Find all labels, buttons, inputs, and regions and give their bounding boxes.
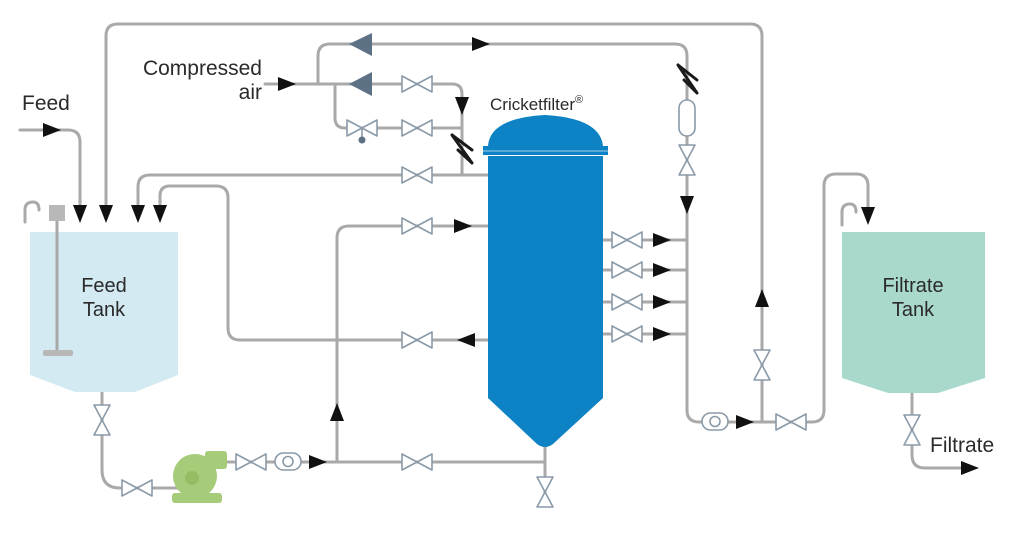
feed-inlet-label: Feed bbox=[22, 92, 70, 115]
arrow-down-icon bbox=[73, 205, 87, 223]
arrow-down-icon bbox=[455, 97, 469, 115]
arrow-right-icon bbox=[653, 327, 671, 341]
cricketfilter-vessel bbox=[483, 115, 608, 447]
compressor-icon bbox=[349, 72, 372, 96]
gate-valve-icon[interactable] bbox=[121, 479, 153, 497]
filtrate-outlet-label: Filtrate bbox=[930, 434, 994, 457]
check-valve-icon bbox=[676, 63, 699, 95]
filtrate-tank-label-line2: Tank bbox=[892, 299, 935, 321]
filtrate-tank: Filtrate Tank bbox=[842, 232, 985, 393]
filtrate-tank-label-line1: Filtrate bbox=[882, 275, 943, 297]
arrow-down-icon bbox=[153, 205, 167, 223]
gate-valve-icon[interactable] bbox=[611, 325, 643, 343]
centrifugal-pump-icon bbox=[172, 451, 227, 503]
arrow-left-icon bbox=[457, 333, 475, 347]
gate-valve-icon[interactable] bbox=[401, 331, 433, 349]
gate-valve-icon[interactable] bbox=[401, 166, 433, 184]
gate-valve-icon[interactable] bbox=[611, 261, 643, 279]
gate-valve-icon[interactable] bbox=[611, 231, 643, 249]
gate-valve-icon[interactable] bbox=[775, 413, 807, 431]
arrow-right-icon bbox=[278, 77, 296, 91]
gate-valve-icon[interactable] bbox=[401, 75, 433, 93]
arrow-right-icon bbox=[454, 219, 472, 233]
arrow-down-icon bbox=[131, 205, 145, 223]
arrow-down-icon bbox=[99, 205, 113, 223]
flow-meter-icon bbox=[274, 452, 302, 471]
arrow-right-icon bbox=[653, 233, 671, 247]
agitator-icon bbox=[43, 205, 73, 356]
compressed-air-label-line2: air bbox=[239, 81, 262, 104]
gate-valve-icon[interactable] bbox=[235, 453, 267, 471]
cricketfilter-label: Cricketfilter® bbox=[490, 94, 583, 114]
arrow-right-icon bbox=[653, 295, 671, 309]
flow-meter-icon bbox=[701, 412, 729, 431]
arrow-right-icon bbox=[309, 455, 327, 469]
compressor-icon bbox=[349, 33, 372, 56]
compressed-air-label-line1: Compressed bbox=[143, 57, 262, 80]
gate-valve-icon[interactable] bbox=[401, 217, 433, 235]
gate-valve-icon[interactable] bbox=[401, 119, 433, 137]
gate-valve-icon[interactable] bbox=[611, 293, 643, 311]
arrow-down-icon bbox=[861, 207, 875, 225]
arrow-up-icon bbox=[330, 403, 344, 421]
arrow-right-icon bbox=[43, 123, 61, 137]
gate-valve-icon[interactable] bbox=[753, 349, 771, 381]
gate-valve-icon[interactable] bbox=[678, 144, 696, 176]
gate-valve-icon[interactable] bbox=[93, 404, 111, 436]
gate-valve-icon[interactable] bbox=[903, 414, 921, 446]
pressure-regulator-icon bbox=[358, 128, 366, 144]
gate-valve-icon[interactable] bbox=[401, 453, 433, 471]
arrow-right-icon bbox=[961, 461, 979, 475]
arrow-down-icon bbox=[680, 196, 694, 214]
sight-glass-icon bbox=[678, 99, 696, 137]
feed-tank-label-line2: Tank bbox=[83, 299, 126, 321]
arrow-up-icon bbox=[755, 289, 769, 307]
feed-tank: Feed Tank bbox=[30, 232, 178, 392]
arrow-right-icon bbox=[736, 415, 754, 429]
check-valve-icon bbox=[450, 133, 474, 165]
feed-tank-label-line1: Feed bbox=[81, 275, 127, 297]
arrow-right-icon bbox=[653, 263, 671, 277]
gate-valve-icon[interactable] bbox=[536, 476, 554, 508]
arrow-right-icon bbox=[472, 37, 490, 51]
